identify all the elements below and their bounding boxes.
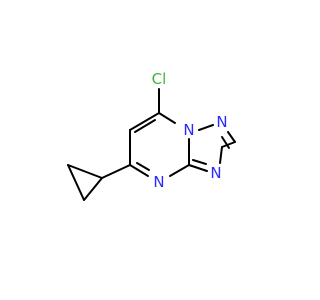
bond-c5-n4 (129, 164, 149, 177)
atom-n-top-right: N (216, 113, 227, 131)
bond-n3-c3a (188, 164, 208, 172)
atom-n-right: N (210, 164, 221, 182)
atom-n-bridge: N (183, 121, 194, 139)
atom-n-bottom: N (153, 173, 164, 191)
bond-c7-c6 (129, 112, 160, 131)
bond-n4-c3a (169, 164, 190, 177)
bond-c5-cyclopropyl (101, 164, 131, 179)
atom-labels: Cl N N N N (152, 70, 228, 191)
bond-c2-peak (221, 141, 236, 148)
bond-n-bridge-n2 (198, 124, 214, 131)
bond-c7-c6-inner (134, 119, 156, 133)
bond-cyclopropyl-a (67, 164, 103, 179)
bond-cyclopropyl-c (83, 177, 103, 201)
bonds (67, 88, 236, 201)
atom-cl: Cl (152, 70, 167, 88)
bond-c7-n-bridge (158, 112, 176, 124)
bond-c5-n4-inner (136, 162, 150, 171)
bond-n2-c2 (227, 131, 236, 143)
bond-n2-c2-inner (221, 136, 230, 149)
molecule-structure-diagram: Cl N N N N (67, 70, 236, 201)
bond-n3-c3a-inner (192, 159, 207, 165)
bond-cyclopropyl-b (67, 164, 85, 201)
bond-c2-n3 (219, 146, 223, 164)
